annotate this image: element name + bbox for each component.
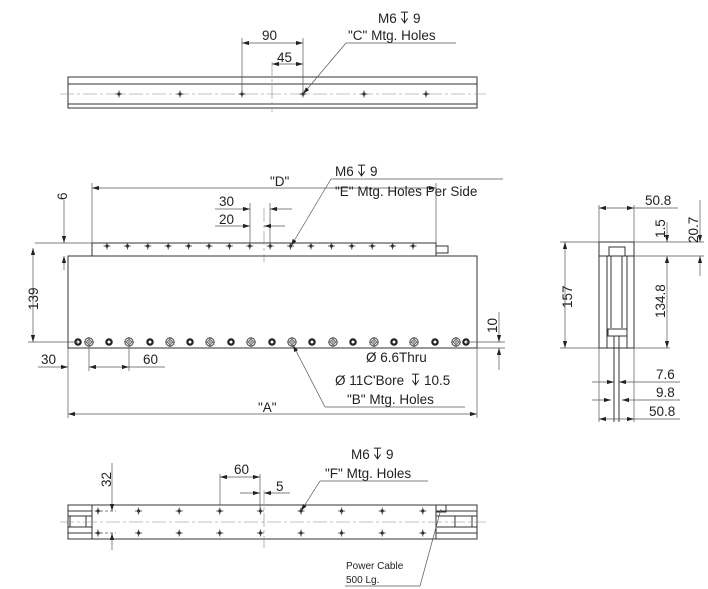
dim-width-top: 50.8 <box>645 193 671 208</box>
connector-stub <box>435 245 449 254</box>
f-thread-depth: 9 <box>386 447 394 462</box>
depth-icon <box>400 11 409 24</box>
dim-7-6: 7.6 <box>656 367 675 382</box>
dim-6: 6 <box>55 192 70 200</box>
depth-icon <box>357 164 366 177</box>
thru-hole <box>349 338 357 346</box>
dim-b-end: 30 <box>41 352 56 367</box>
hole-cbore-depth: 10.5 <box>424 373 450 388</box>
dim-9-8: 9.8 <box>656 385 675 400</box>
bottom-view: 32 60 5 M6 9 "F" Mtg. Holes Power Cable … <box>60 447 486 587</box>
e-thread-depth: 9 <box>370 164 378 179</box>
thru-hole <box>390 338 398 346</box>
dim-32: 32 <box>99 472 114 487</box>
e-thread-size: M6 <box>335 164 354 179</box>
dim-b-pitch: 60 <box>143 352 158 367</box>
f-callout: "F" Mtg. Holes <box>325 466 411 481</box>
dim-width-bottom: 50.8 <box>649 404 675 419</box>
top-view: 90 45 M6 9 "C" Mtg. Holes <box>60 11 486 112</box>
c-callout: "C" Mtg. Holes <box>348 28 436 43</box>
b-callout: "B" Mtg. Holes <box>347 392 434 407</box>
thru-hole <box>186 338 194 346</box>
c-thread-size: M6 <box>378 11 397 26</box>
front-view: "D" 30 20 M6 9 "E" Mtg. Holes Per Side 6… <box>26 164 505 418</box>
hole-cbore-spec: Ø 11C'Bore <box>335 373 404 388</box>
power-connector <box>435 504 447 513</box>
dim-height-total: 157 <box>560 285 575 308</box>
stage-body <box>67 255 478 349</box>
hole-thru-spec: Ø 6.6Thru <box>366 350 427 365</box>
f-thread-size: M6 <box>351 447 370 462</box>
depth-icon <box>373 447 382 460</box>
thru-hole <box>227 338 235 346</box>
dim-f-offset: 5 <box>276 479 284 494</box>
depth-icon <box>411 373 420 386</box>
dim-e-pitch: 30 <box>219 194 234 209</box>
e-callout: "E" Mtg. Holes Per Side <box>335 184 477 199</box>
dim-d: "D" <box>270 174 290 189</box>
dim-c-pitch: 90 <box>262 28 277 43</box>
dim-c-offset: 45 <box>277 50 292 65</box>
thru-hole <box>105 338 113 346</box>
cable-length: 500 Lg. <box>346 575 379 586</box>
dim-f-pitch: 60 <box>234 462 249 477</box>
cable-label: Power Cable <box>346 561 404 572</box>
dim-134-8: 134.8 <box>653 284 668 318</box>
dim-e-offset: 20 <box>219 212 234 227</box>
dim-139: 139 <box>26 287 41 310</box>
dim-20-7: 20.7 <box>686 217 701 243</box>
side-profile <box>598 241 635 349</box>
side-view: 50.8 157 1.5 134.8 20.7 7.6 9.8 50.8 <box>560 193 704 422</box>
top-rail-outline <box>67 76 478 109</box>
dim-10: 10 <box>485 318 500 333</box>
c-thread-depth: 9 <box>413 11 421 26</box>
dim-a: "A" <box>258 400 277 415</box>
thru-hole <box>308 338 316 346</box>
thru-hole <box>431 338 439 346</box>
thru-hole <box>146 338 154 346</box>
dim-1-5: 1.5 <box>653 219 668 238</box>
thru-hole <box>268 338 276 346</box>
